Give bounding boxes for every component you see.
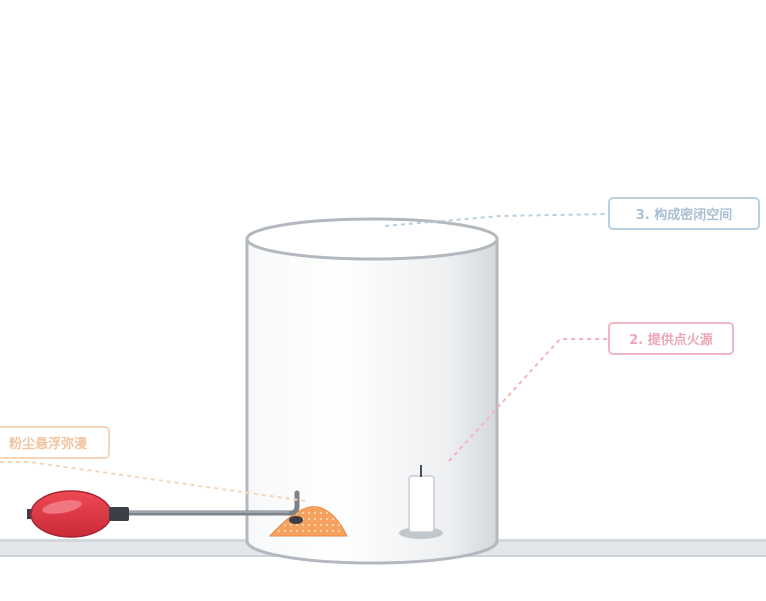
callout-fire-label: 2. 提供点火源 bbox=[629, 332, 713, 348]
rubber-bulb-icon bbox=[27, 490, 129, 538]
callout-dust: 粉尘悬浮弥漫 bbox=[0, 426, 110, 459]
powder-pile-icon bbox=[268, 506, 348, 537]
candle-icon bbox=[399, 465, 443, 539]
air-tube bbox=[119, 490, 303, 524]
leader-lines bbox=[0, 213, 610, 502]
callout-dust-label: 粉尘悬浮弥漫 bbox=[9, 436, 87, 452]
callout-space: 3. 构成密闭空间 bbox=[608, 197, 760, 230]
callout-fire: 2. 提供点火源 bbox=[608, 322, 734, 355]
space-leader-line bbox=[384, 213, 610, 227]
callout-space-label: 3. 构成密闭空间 bbox=[636, 207, 733, 223]
dust-leader-line bbox=[0, 461, 307, 502]
